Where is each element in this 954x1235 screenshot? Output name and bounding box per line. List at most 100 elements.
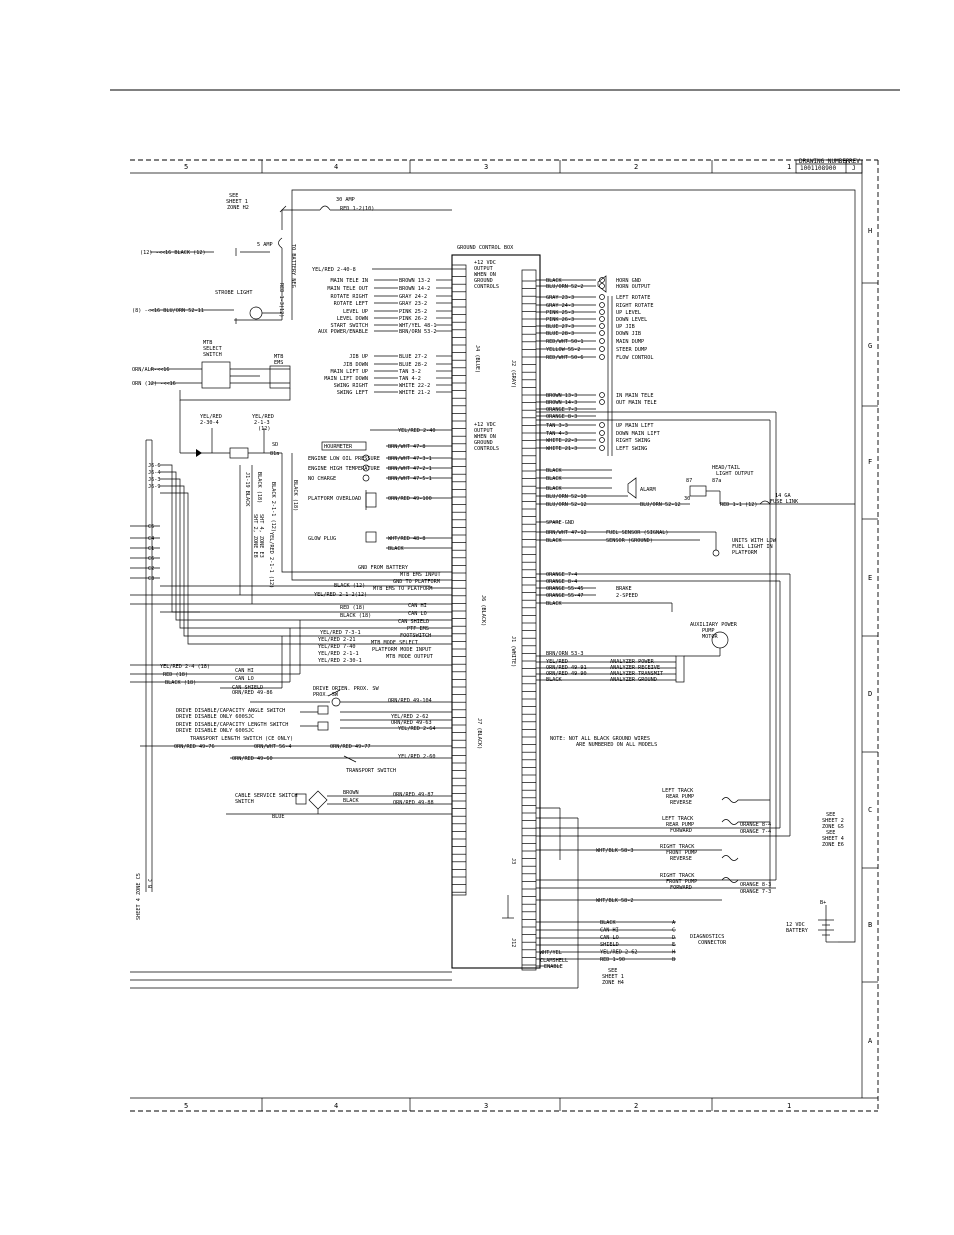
solenoid-coil (599, 346, 605, 352)
yel-red-2-30-4-a: YEL/RED (200, 414, 222, 420)
j4-input-label: START SWITCH (331, 323, 368, 329)
middle-wire-label: MTB EMS INPUT (400, 572, 441, 578)
solenoid-coil (599, 354, 605, 360)
right-output-wire-label: PINK 26-3 (546, 317, 574, 323)
zone-row-d: D (868, 690, 872, 698)
pump-label-3: REVERSE (670, 856, 692, 862)
revision: J (852, 165, 856, 172)
yel-red-2-30-4-b: 2-30-4 (200, 420, 219, 426)
plus12-line3: WHEN ON (474, 272, 496, 278)
lower-left-label: ORN/RED 49-76 (174, 744, 215, 750)
left-pin-c5: C5 (148, 524, 154, 530)
j4-input-label: SWING LEFT (337, 390, 368, 396)
right-output-wire-label: TAN 3-3 (546, 423, 568, 429)
b-plus-label: B+ (820, 900, 826, 906)
pump-label-2: REAR PUMP (666, 822, 694, 828)
middle-wire-label: CAN LO (408, 611, 427, 617)
j4-input-wire-label: BRN/ORN 53-2 (399, 329, 436, 335)
j4-input-label: JIB DOWN (343, 362, 368, 368)
lower-left-label: DRIVE DISABLE ONLY 600SJC (176, 728, 254, 734)
diag-wire: RED 1-90 (600, 957, 625, 963)
fuel-signal: BRN/WHT 47-12 (546, 530, 587, 536)
fuse-1: 14 GA (775, 493, 791, 499)
j6-input-label: GLOW PLUG (308, 536, 336, 542)
yel-red-2-1-3-a: YEL/RED (252, 414, 274, 420)
mtb-ems-1: MTB (274, 354, 283, 360)
solenoid-coil (599, 338, 605, 344)
blu-orn-52-12b: BLU/ORN 52-12 (640, 502, 681, 508)
pump-wire: ORANGE 7-4 (740, 829, 771, 835)
right-output-wire-label: BLU/ORN 52-2 (546, 284, 583, 290)
lower-left-label: TRANSPORT LENGTH SWITCH (CE ONLY) (190, 736, 293, 742)
lower-left-label: ORN/WHT 56-4 (254, 744, 291, 750)
brn-orn-53-3: BRN/ORN 53-3 (546, 651, 583, 657)
see-sheet1-line1: SEE (229, 193, 238, 199)
middle-wire-label: GND TO PLATFORM (393, 579, 440, 585)
analyzer-wire: BLACK (546, 677, 562, 683)
solenoid-coil (599, 437, 605, 443)
zone-col-1-top: 1 (787, 163, 791, 171)
clamshell-2: ENABLE (544, 964, 563, 970)
zone-col-2-bottom: 2 (634, 1102, 638, 1110)
brake-label: BRAKE (616, 586, 632, 592)
sheet4-zone-c5: SHEET 4 ZONE C5 (136, 873, 142, 920)
middle-wire-label: FOOTSWITCH (400, 633, 431, 639)
j4-input-wire-label: WHITE 22-2 (399, 383, 430, 389)
fuel-sensor-signal: FUEL SENSOR (SIGNAL) (606, 530, 668, 536)
head-tail-2: LIGHT OUTPUT (716, 471, 753, 477)
j4-input-label: LEVEL DOWN (337, 316, 368, 322)
j4-input-label: ROTATE RIGHT (331, 294, 368, 300)
orange-55-47: ORANGE 55-47 (546, 593, 583, 599)
rev-label: REV (849, 158, 860, 165)
right-output-wire-label: YELLOW 55-2 (546, 347, 580, 353)
right-output-label: DOWN JIB (616, 331, 641, 337)
drawing-number: 1001108900 (800, 165, 837, 172)
j4-input-wire-label: WHITE 21-2 (399, 390, 430, 396)
zone-col-3-bottom: 3 (484, 1102, 488, 1110)
j6-input-label: NO CHARGE (308, 476, 336, 482)
right-misc-wiring (130, 411, 855, 989)
fuse-2: FUSE LINK (770, 499, 799, 505)
j6-input-label: HOURMETER (324, 444, 353, 450)
connector-j4: J4 (BLUE) (474, 345, 480, 373)
lower-left-label: BROWN (343, 790, 359, 796)
right-output-wire-label: WHITE 21-3 (546, 446, 577, 452)
left-harness-bus (130, 439, 452, 892)
j4-input-wire-label: TAN 4-2 (399, 376, 421, 382)
aux-pump-3: MOTOR (702, 634, 718, 640)
units-fuel-2: FUEL LIGHT IN (732, 544, 773, 550)
left-pin-ticks (452, 268, 466, 893)
note-line-1: NOTE: NOT ALL BLACK GROUND WIRES (550, 736, 650, 742)
right-output-wire-label: BLUE 27-3 (546, 324, 574, 330)
right-output-label: RIGHT ROTATE (616, 303, 653, 309)
left-pin-j6-6: J6-6 (148, 463, 161, 469)
solenoid-coil (599, 430, 605, 436)
right-pin-ticks (522, 280, 536, 966)
j6-input-label: BLACK (388, 546, 404, 552)
right-output-label: RIGHT SWING (616, 438, 650, 444)
see-sheet2-4: SEE (826, 830, 835, 836)
j6-input-wire-label: WHT/RED 48-8 (388, 536, 425, 542)
zone-col-4-top: 4 (334, 163, 338, 171)
relay-87a-label: 87a (712, 478, 721, 484)
left-pin-c4: C4 (148, 536, 154, 542)
lower-left-label: BLUE (272, 814, 285, 820)
battery-2: BATTERY (786, 928, 809, 934)
left-pin-c2: C2 (148, 566, 154, 572)
j6-input-label: PLATFORM OVERLOAD (308, 496, 361, 502)
j4-input-wire-label: TAN 3-2 (399, 369, 421, 375)
solenoid-coil (599, 316, 605, 322)
left-bus-label: BLACK (18) (165, 680, 196, 686)
lower-left-label: YEL/RED 2-60 (398, 754, 435, 760)
connector-j6: J6 (BLACK) (480, 595, 486, 626)
power-feed-wiring (150, 189, 856, 943)
j4-input-wire-label: BROWN 14-2 (399, 286, 430, 292)
orange-7-4: ORANGE 7-4 (546, 572, 577, 578)
see-sheet2-2: SHEET 2 (822, 818, 844, 824)
lower-left-label: YEL/RED 2-64 (398, 726, 435, 732)
see-sheet1-h4-1: SEE (608, 968, 617, 974)
right-output-wire-label: RED/WHT 50-1 (546, 339, 583, 345)
units-fuel-3: PLATFORM (732, 550, 757, 556)
